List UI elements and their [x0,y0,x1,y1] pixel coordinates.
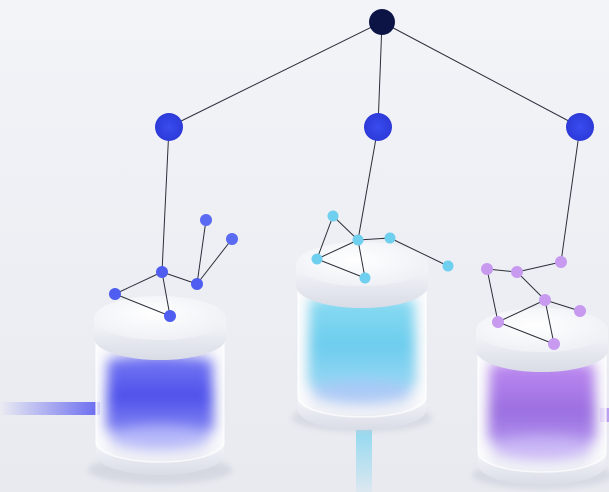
cluster-node [327,210,339,222]
center-node-cluster [311,210,454,284]
cluster-node [384,232,396,244]
cluster-node [539,294,551,306]
cluster-node [574,305,586,317]
cluster-node [156,266,168,278]
cluster-node [226,233,238,245]
root-node [369,9,395,35]
cylinder-left [88,296,232,484]
left-node-cluster [109,214,238,322]
hub-node-left [155,113,183,141]
cluster-node [191,278,203,290]
cylinder-center [292,242,432,432]
hub-node-center [364,113,392,141]
left-pipe [0,402,100,415]
cylinder-right [472,308,609,489]
cluster-node [481,263,493,275]
right-node-cluster [481,256,586,350]
cluster-node [109,288,121,300]
cluster-node [555,256,567,268]
cluster-node [352,234,364,246]
cluster-node [492,316,504,328]
cluster-node [442,260,454,272]
hub-node-right [566,113,594,141]
cluster-node [511,266,523,278]
cluster-node [164,310,176,322]
cluster-node [311,253,323,265]
cluster-node [359,272,371,284]
tree-lines [161,21,581,273]
cluster-node [548,338,560,350]
cluster-node [200,214,212,226]
